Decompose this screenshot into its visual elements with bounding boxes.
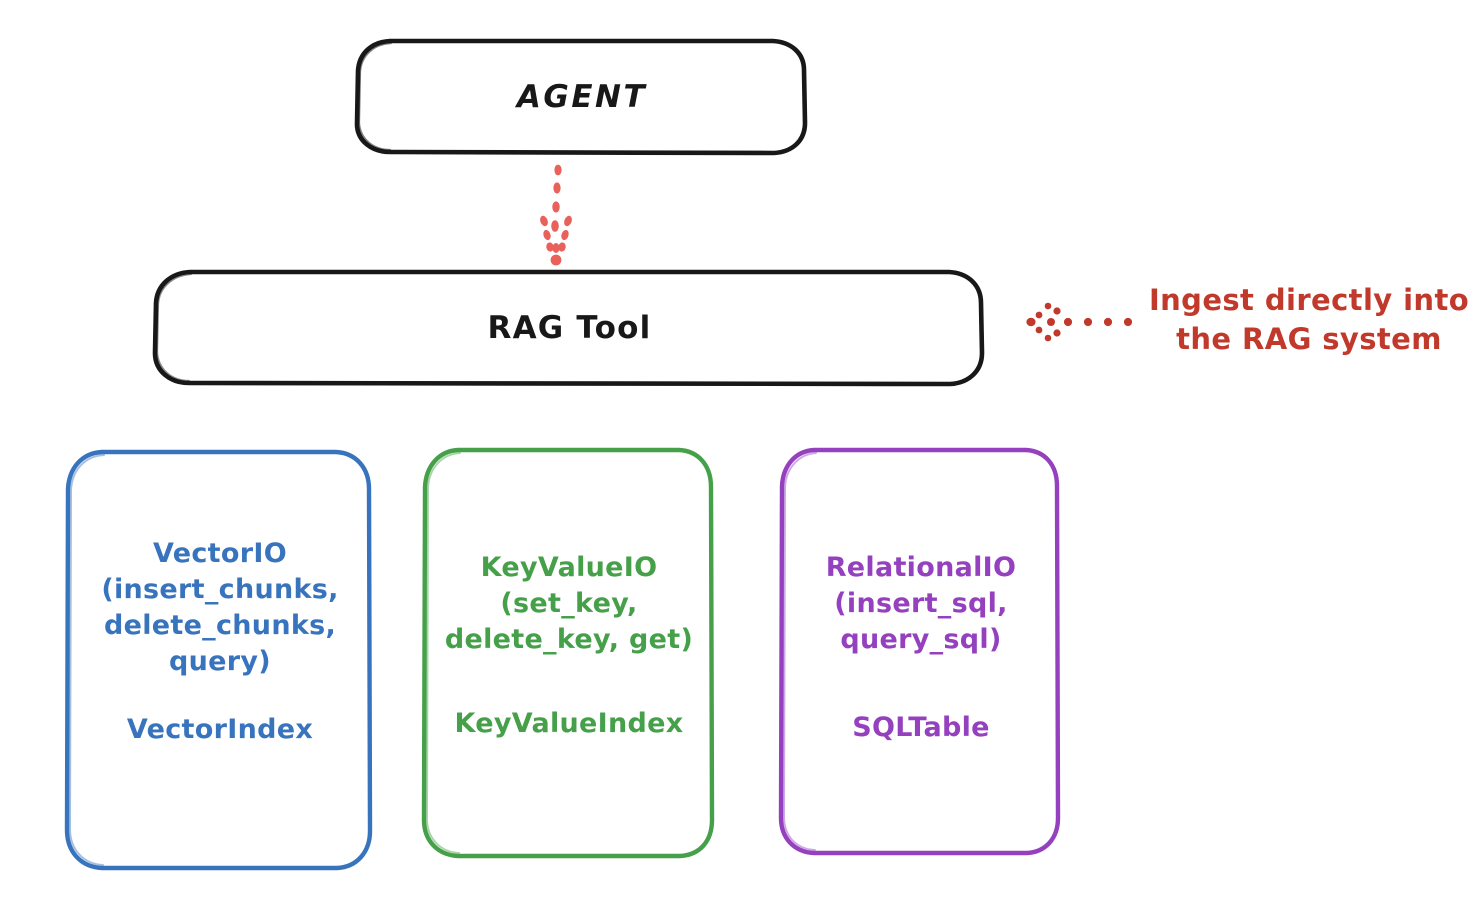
key-value-io-node-shape[interactable] bbox=[421, 447, 715, 859]
agent-to-rag-arrow bbox=[540, 164, 572, 266]
rag-tool-node-shape[interactable] bbox=[152, 269, 985, 387]
agent-node-shape[interactable] bbox=[354, 38, 808, 156]
vector-io-node-shape[interactable] bbox=[64, 449, 373, 871]
relational-io-node-shape[interactable] bbox=[778, 447, 1061, 856]
ingest-pointer-arrow bbox=[1026, 302, 1133, 342]
